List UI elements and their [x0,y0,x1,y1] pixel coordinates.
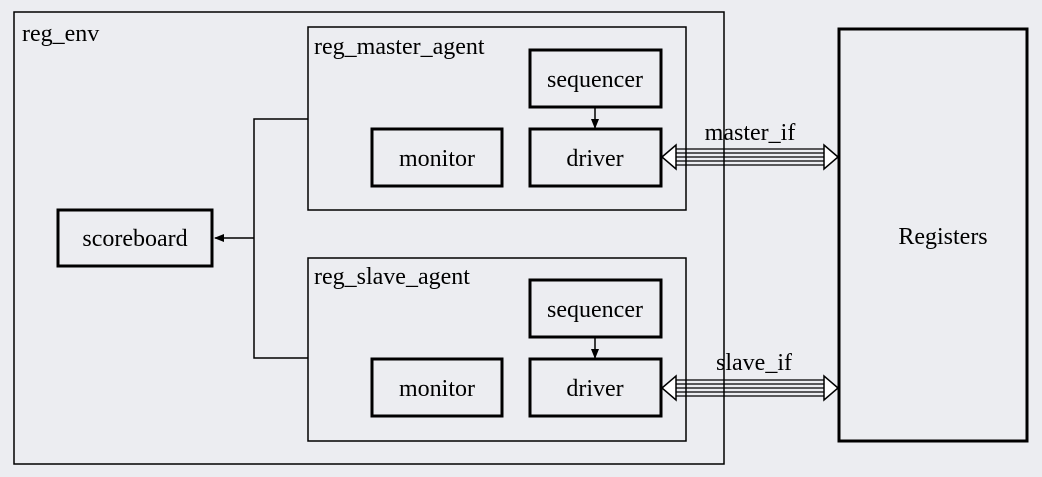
slave-sequencer-label: sequencer [547,297,643,323]
scoreboard-block: scoreboard [56,208,214,268]
master-monitor-box [370,127,504,188]
slave-agent-box: reg_slave_agent sequencer monitor driver [307,257,687,442]
master-monitor-label: monitor [399,146,475,172]
slave-driver-label: driver [566,376,623,402]
slave-if-bus: slave_if [660,350,840,402]
slave-monitor-label: monitor [399,376,475,402]
registers-label: Registers [898,224,987,250]
slave-agent-label: reg_slave_agent [314,264,470,290]
reg-env-box: reg_env [13,11,725,465]
master-agent-label: reg_master_agent [314,34,485,60]
scoreboard-label: scoreboard [82,226,187,252]
master-driver-label: driver [566,146,623,172]
slave-monitor-box [370,357,504,418]
slave-driver-box [528,357,663,418]
slave-if-label: slave_if [716,350,792,376]
master-sequencer-label: sequencer [547,67,643,93]
reg-env-label: reg_env [22,21,99,47]
master-if-label: master_if [705,120,796,146]
registers-block: Registers [837,27,1029,443]
master-driver-box [528,127,663,188]
master-agent-box: reg_master_agent sequencer monitor drive… [307,26,687,211]
master-if-bus: master_if [660,120,840,171]
analysis-connectors [214,118,308,359]
